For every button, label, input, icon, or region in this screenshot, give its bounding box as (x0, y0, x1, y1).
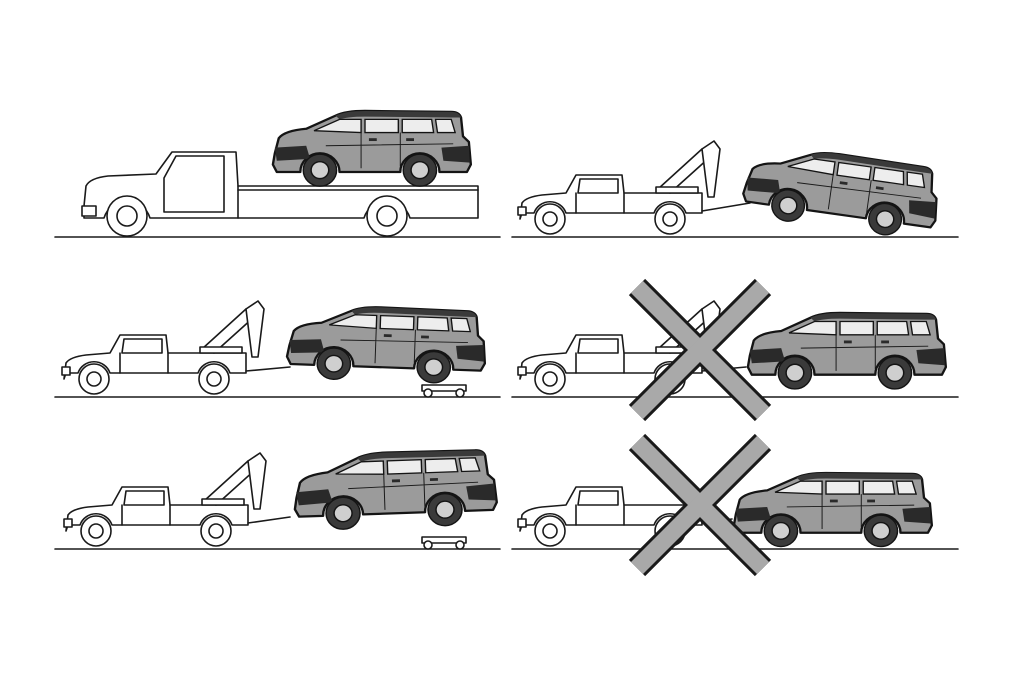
suv-vehicle (746, 311, 948, 391)
suv-vehicle (285, 302, 488, 386)
suv-vehicle (271, 109, 473, 188)
panel-wheel-lift-rear-dolly (54, 447, 501, 550)
prohibited-x-mark (628, 278, 772, 422)
tow-truck (63, 452, 291, 547)
prohibited-x-mark (628, 433, 772, 577)
wheel-dolly (421, 384, 467, 398)
suv-vehicle (739, 140, 944, 243)
suv-vehicle (732, 471, 934, 548)
tow-truck (517, 140, 751, 235)
panel-wheel-lift-dolly (54, 300, 501, 398)
wheel-dolly (421, 536, 467, 550)
suv-vehicle (291, 447, 499, 533)
panel-prohibited-2 (511, 433, 959, 577)
panel-prohibited-1 (511, 278, 959, 422)
panel-wheel-lift-front-raised (511, 140, 959, 243)
flatbed-truck (81, 151, 479, 237)
panel-flatbed (54, 109, 501, 238)
tow-truck (61, 300, 291, 395)
